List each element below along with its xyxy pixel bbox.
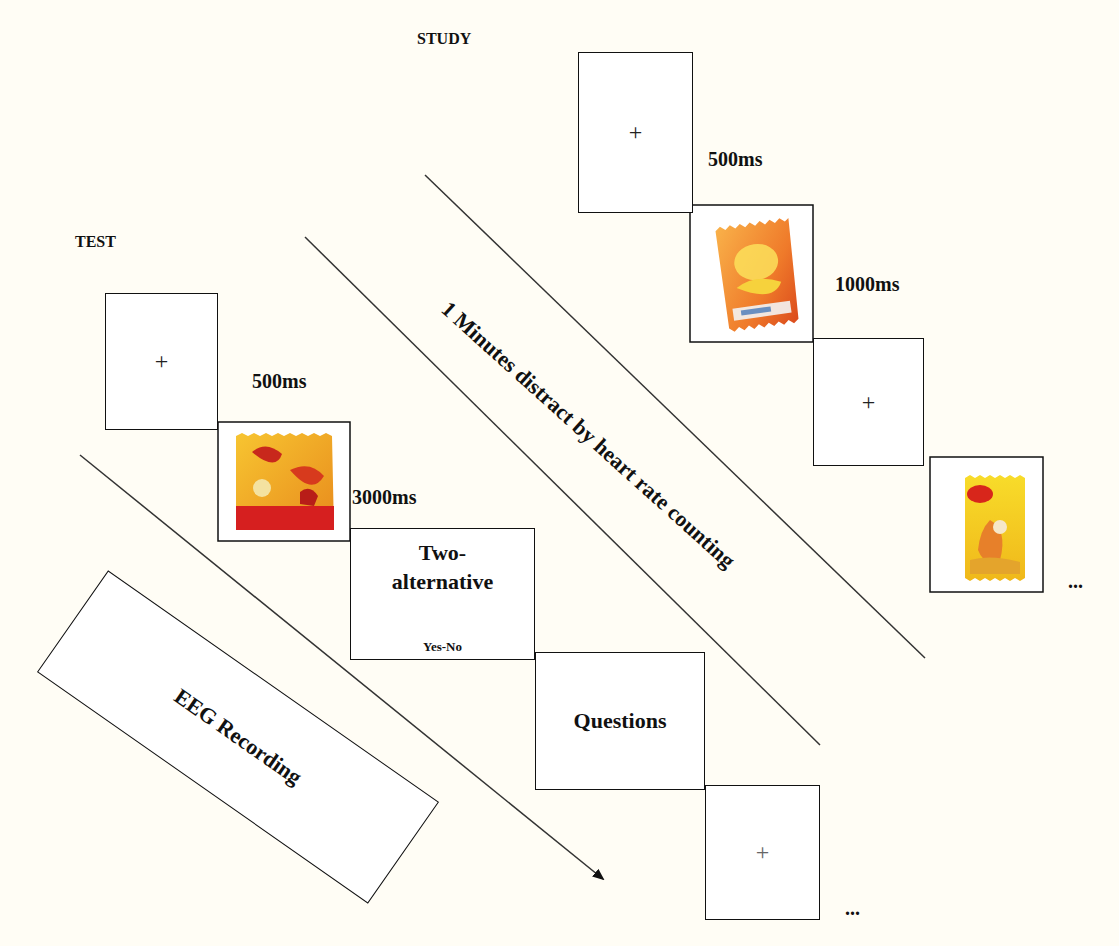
- box-text: +: [155, 348, 169, 375]
- fixation-box: +: [705, 785, 820, 920]
- box-text: +: [862, 389, 876, 416]
- phase-title: STUDY: [417, 30, 471, 48]
- ellipsis: ...: [845, 897, 860, 919]
- image-frame: [218, 422, 350, 541]
- phase-title: TEST: [75, 233, 116, 251]
- image-frame: [930, 457, 1043, 592]
- box-text: Questions: [574, 708, 667, 734]
- duration-label: 500ms: [252, 370, 306, 392]
- snack-bag: [715, 217, 803, 332]
- duration-label: 3000ms: [352, 486, 416, 508]
- snack-bag: [965, 475, 1025, 581]
- questions-box: Questions: [535, 652, 705, 790]
- snack-bag: [236, 433, 334, 530]
- duration-label: 1000ms: [835, 273, 899, 295]
- ellipsis: ...: [1068, 570, 1083, 592]
- box-text: EEG Recording: [169, 683, 307, 790]
- box-text: Two-alternative: [380, 539, 505, 596]
- fixation-box: +: [813, 338, 924, 466]
- duration-label: 500ms: [708, 148, 762, 170]
- fixation-box: +: [578, 52, 693, 213]
- image-frame: [690, 205, 813, 342]
- fixation-box: +: [105, 293, 218, 430]
- box-text: +: [756, 839, 770, 866]
- box-subtext: Yes-No: [423, 639, 462, 655]
- response-box: Two-alternativeYes-No: [350, 528, 535, 660]
- box-text: +: [629, 119, 643, 146]
